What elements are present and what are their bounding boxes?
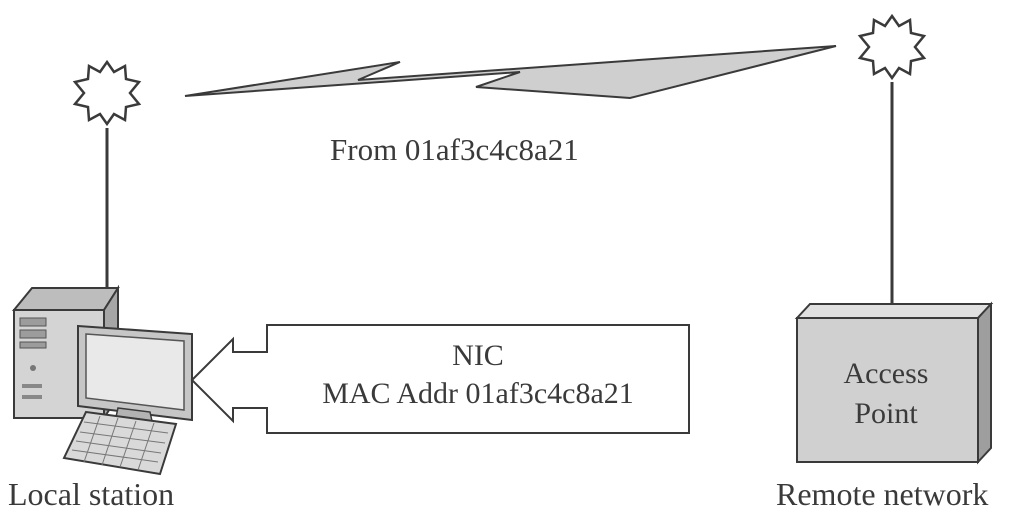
local-station-label: Local station <box>8 476 174 513</box>
local-antenna <box>75 62 139 292</box>
wireless-signal-bolt-icon <box>185 46 836 98</box>
computer-icon <box>14 288 192 474</box>
remote-network-label: Remote network <box>776 476 988 513</box>
nic-mac-address: MAC Addr 01af3c4c8a21 <box>267 375 689 413</box>
access-point-line1: Access <box>806 354 966 394</box>
computer-keyboard <box>64 412 176 474</box>
local-antenna-burst-icon <box>75 62 139 124</box>
access-point-line2: Point <box>806 394 966 434</box>
access-point-label: Access Point <box>806 354 966 434</box>
remote-antenna-burst-icon <box>860 16 924 78</box>
nic-title: NIC <box>267 337 689 375</box>
computer-tower <box>14 288 118 310</box>
remote-antenna <box>860 16 924 305</box>
signal-label: From 01af3c4c8a21 <box>330 132 579 168</box>
nic-callout-text: NIC MAC Addr 01af3c4c8a21 <box>267 337 689 413</box>
